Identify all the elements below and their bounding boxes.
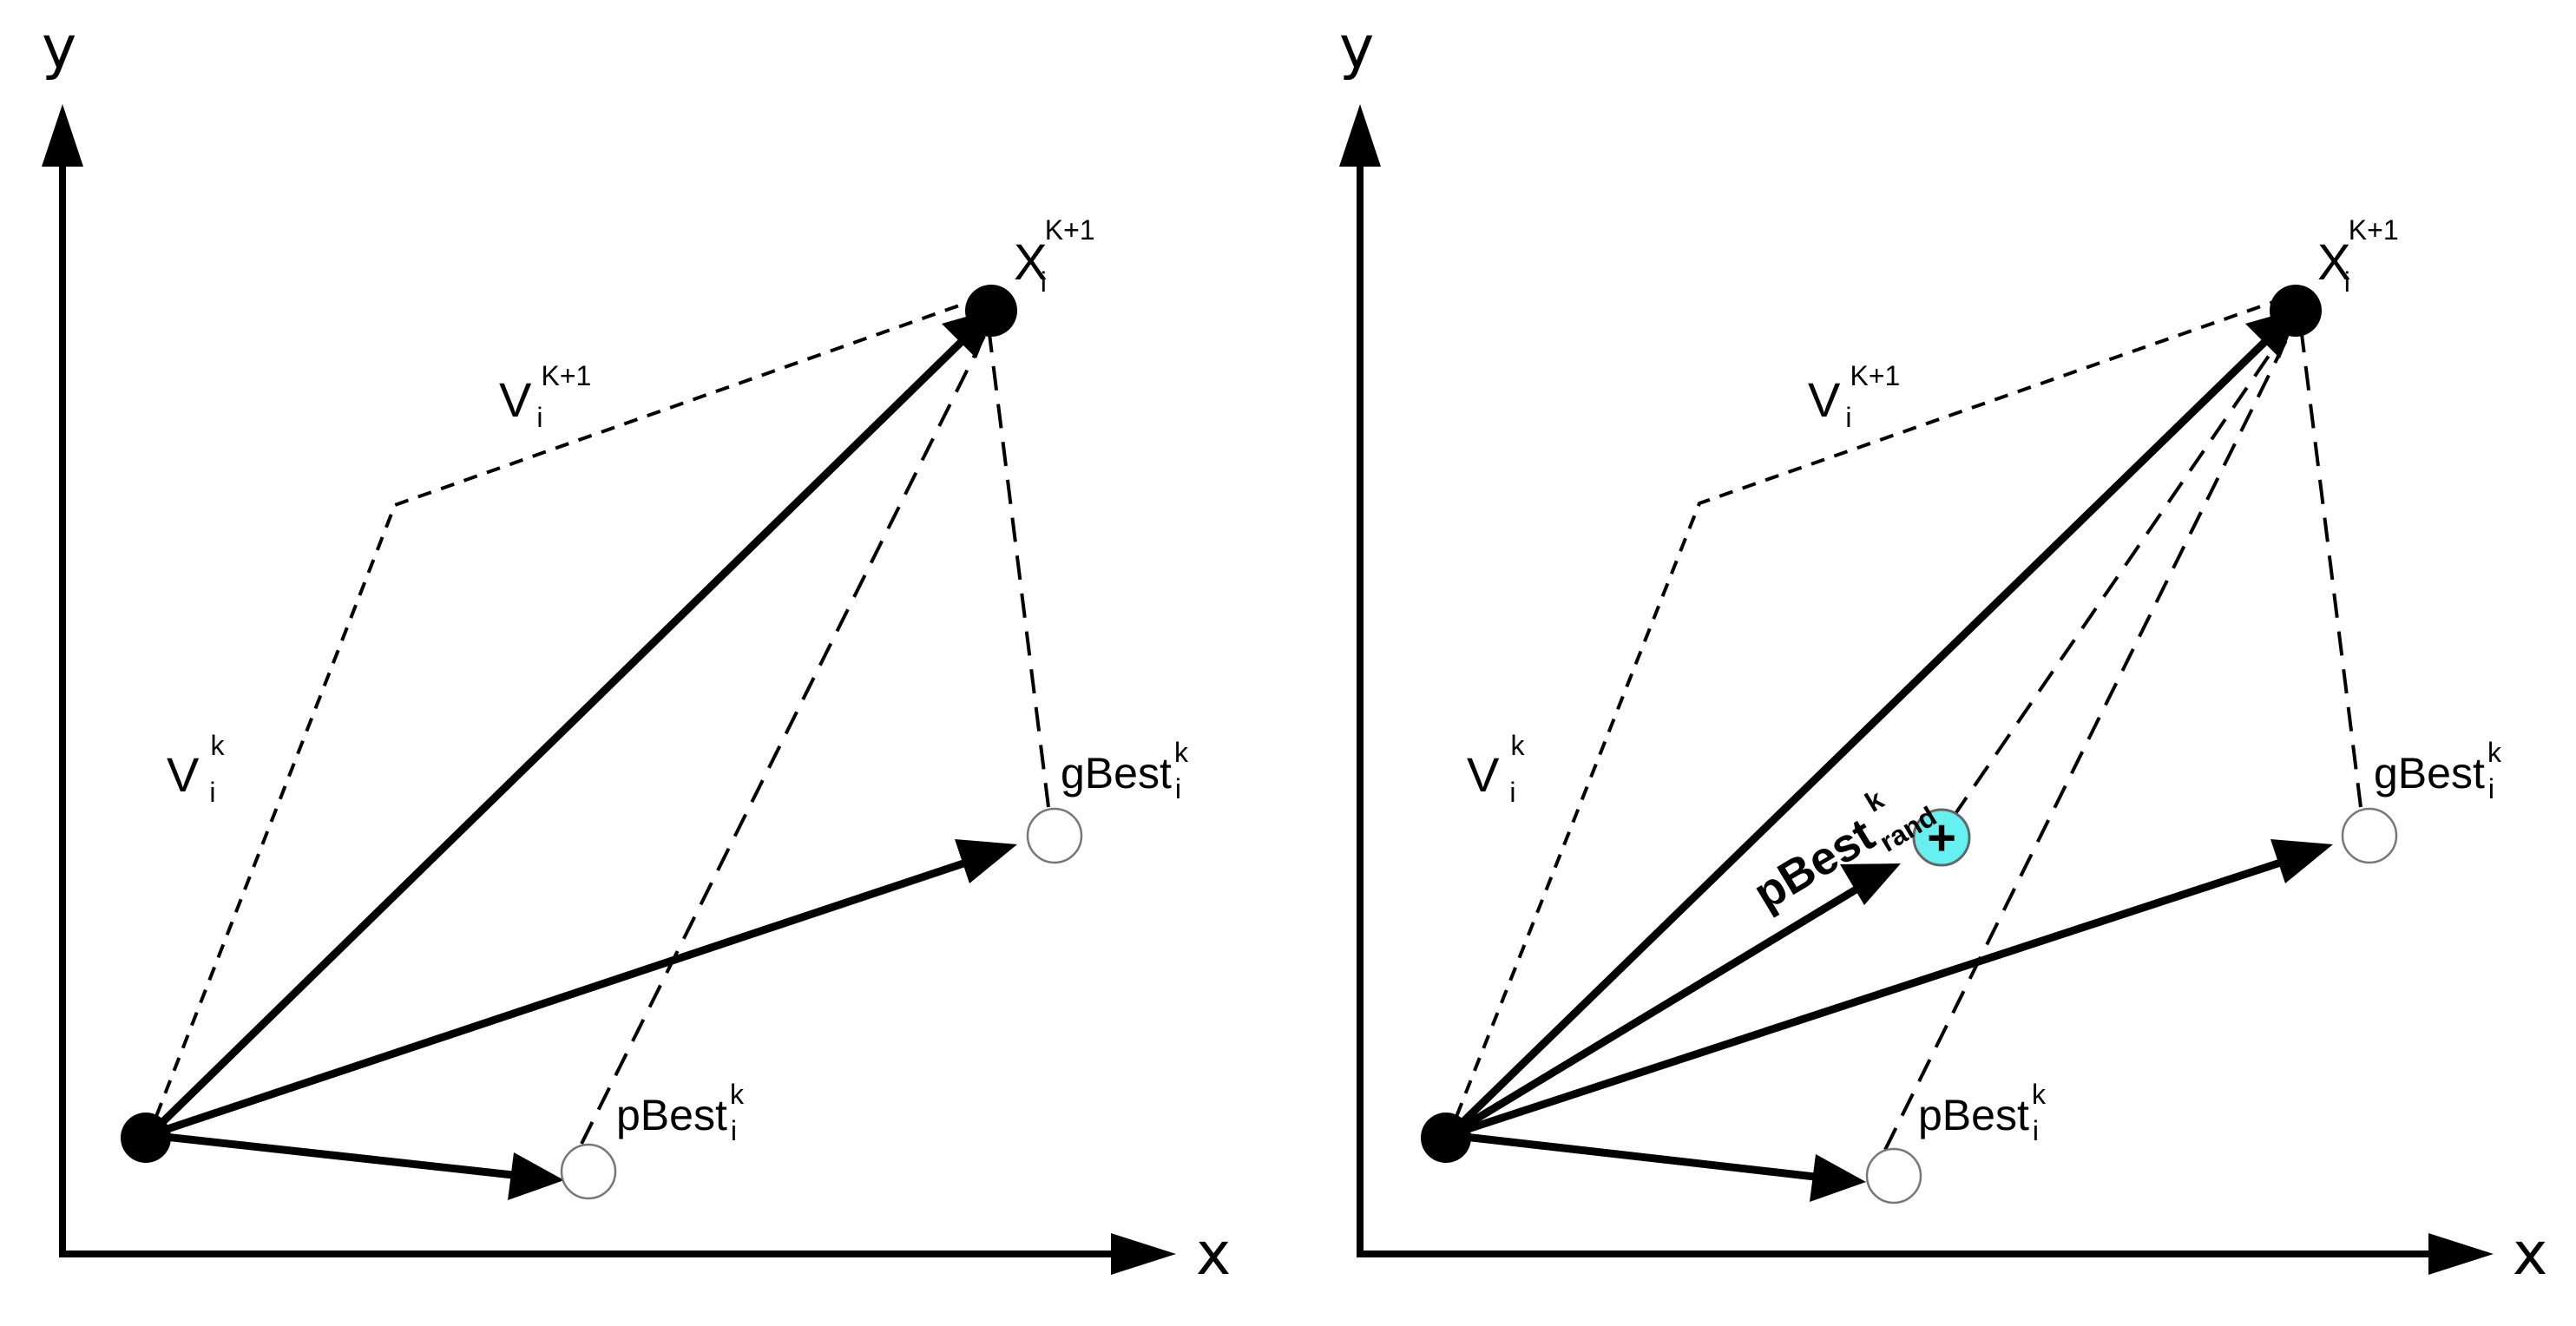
right-arrow-to-pbest-rand	[1447, 880, 1869, 1139]
right-x-axis-arrow	[2428, 1233, 2494, 1275]
right-arrowhead-pbest	[1810, 1154, 1866, 1202]
right-pbest-rand-dashed	[1951, 321, 2293, 819]
right-y-axis-label: y	[1339, 14, 1374, 82]
left-x-axis-label: x	[1196, 1220, 1231, 1289]
right-next-position	[2270, 285, 2322, 337]
right-rand-plus-symbol: +	[1927, 810, 1956, 866]
left-y-axis-label: y	[42, 14, 76, 82]
right-velocity-path	[1446, 298, 2282, 1139]
left-arrow-to-gbest	[148, 850, 991, 1139]
left-pbest-point	[560, 1143, 617, 1200]
right-current-position	[1421, 1113, 1471, 1163]
left-current-position	[121, 1113, 171, 1163]
right-label-x-next: XiK+1	[2317, 214, 2399, 298]
right-pbest-point	[1865, 1147, 1922, 1205]
left-label-x-next: XiK+1	[1014, 214, 1095, 298]
right-y-axis-arrow	[1339, 104, 1381, 167]
left-y-axis-arrow	[42, 104, 83, 167]
left-arrowhead-pbest	[508, 1152, 564, 1200]
left-pbest-dashed	[580, 316, 996, 1145]
left-arrowhead-gbest	[955, 839, 1017, 883]
right-arrowhead-pbest-rand	[1840, 863, 1901, 905]
right-x-axis-label: x	[2513, 1220, 2547, 1289]
right-pbest-dashed	[1883, 320, 2297, 1151]
right-gbest-dashed	[2300, 333, 2362, 808]
right-arrow-to-gbest	[1448, 850, 2306, 1139]
right-gbest-point	[2341, 807, 2398, 864]
left-gbest-dashed	[988, 333, 1050, 808]
left-gbest-point	[1026, 807, 1083, 864]
left-arrow-to-pbest	[148, 1131, 522, 1180]
right-arrow-to-pbest	[1449, 1131, 1824, 1182]
left-x-axis-arrow	[1111, 1233, 1176, 1275]
right-arrow-to-x-next	[1446, 321, 2286, 1139]
left-next-position	[965, 285, 1017, 337]
right-pbest-rand-point	[1912, 808, 1971, 867]
left-arrow-to-x-next	[146, 321, 982, 1139]
left-velocity-path	[146, 298, 977, 1139]
right-arrowhead-gbest	[2270, 839, 2333, 883]
